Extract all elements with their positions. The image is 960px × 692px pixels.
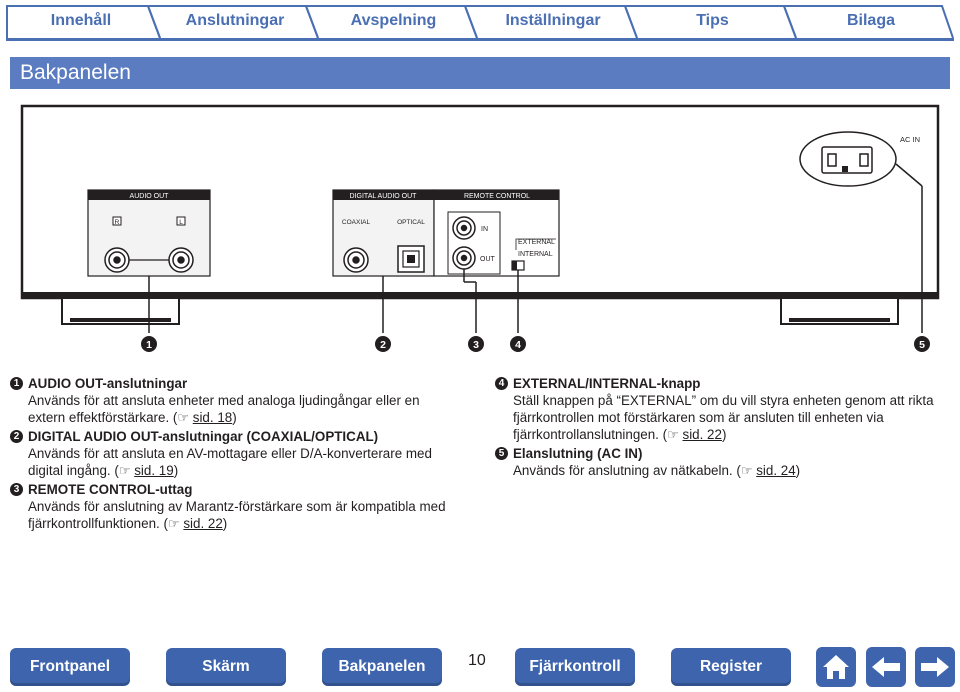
page-title: Bakpanelen <box>20 61 131 84</box>
item-remote-control: 3 REMOTE CONTROL-uttag Används för anslut… <box>10 481 460 532</box>
top-tab-bar: Innehåll Anslutningar Avspelning Inställ… <box>6 4 954 40</box>
remote-control-label: REMOTE CONTROL <box>464 193 530 200</box>
svg-text:OPTICAL: OPTICAL <box>397 219 425 226</box>
svg-text:R: R <box>115 219 120 226</box>
page-ref-link[interactable]: sid. 24 <box>756 463 796 478</box>
nav-fjarrkontroll-button[interactable]: Fjärrkontroll <box>515 648 635 686</box>
forward-button[interactable] <box>915 647 955 687</box>
arrow-left-icon <box>872 657 900 677</box>
item-title: AUDIO OUT-anslutningar <box>28 376 188 391</box>
svg-text:4: 4 <box>515 339 521 351</box>
svg-text:2: 2 <box>380 339 386 351</box>
digital-audio-out-label: DIGITAL AUDIO OUT <box>350 193 418 200</box>
chassis-bottom <box>22 292 938 298</box>
optical-jack <box>397 245 425 273</box>
audio-out-label: AUDIO OUT <box>130 193 170 200</box>
arrow-right-icon <box>921 657 949 677</box>
tab-underline <box>6 38 954 41</box>
pointing-hand-icon: ☞ <box>667 427 679 442</box>
svg-text:3: 3 <box>473 339 479 351</box>
nav-register-button[interactable]: Register <box>671 648 791 686</box>
item-number: 3 <box>10 483 23 496</box>
svg-text:L: L <box>179 219 183 226</box>
remote-in-jack <box>452 216 476 240</box>
item-ac-in: 5 Elanslutning (AC IN) Används för anslut… <box>495 445 950 479</box>
item-external-internal: 4 EXTERNAL/INTERNAL-knapp Ställ knappen p… <box>495 375 950 443</box>
home-icon <box>823 655 849 679</box>
svg-text:COAXIAL: COAXIAL <box>342 219 371 226</box>
item-description: Används för anslutning av Marantz-förstä… <box>28 499 446 531</box>
rca-jack-r <box>104 247 130 273</box>
nav-frontpanel-button[interactable]: Frontpanel <box>10 648 130 686</box>
remote-out-jack <box>452 246 476 270</box>
rca-jack-l <box>168 247 194 273</box>
item-number: 2 <box>10 430 23 443</box>
item-title: REMOTE CONTROL-uttag <box>28 482 193 497</box>
svg-text:EXTERNAL: EXTERNAL <box>518 239 555 246</box>
tab-tips[interactable]: Tips <box>696 12 729 29</box>
tab-avspelning[interactable]: Avspelning <box>350 12 437 29</box>
item-number: 5 <box>495 447 508 460</box>
callout-markers: 1 2 3 4 5 <box>141 336 930 352</box>
page-ref-link[interactable]: sid. 19 <box>134 463 174 478</box>
item-digital-audio-out: 2 DIGITAL AUDIO OUT-anslutningar (COAXIAL… <box>10 428 460 479</box>
tab-installningar[interactable]: Inställningar <box>505 12 601 29</box>
item-title: Elanslutning (AC IN) <box>513 446 643 461</box>
item-title: DIGITAL AUDIO OUT-anslutningar (COAXIAL/… <box>28 429 379 444</box>
item-number: 1 <box>10 377 23 390</box>
tab-outlines <box>6 5 954 39</box>
svg-text:5: 5 <box>919 339 925 351</box>
svg-text:IN: IN <box>481 226 488 233</box>
rear-panel-diagram: AC IN AUDIO OUT R L DIGITAL AUDIO OUT CO… <box>20 104 940 352</box>
tab-bilaga[interactable]: Bilaga <box>846 12 895 29</box>
item-number: 4 <box>495 377 508 390</box>
pointing-hand-icon: ☞ <box>118 463 131 478</box>
svg-text:INTERNAL: INTERNAL <box>518 251 553 258</box>
item-description: Ställ knappen på “EXTERNAL” om du vill s… <box>513 393 934 442</box>
tab-innehall[interactable]: Innehåll <box>50 12 112 29</box>
item-description: Används för anslutning av nätkabeln. <box>513 463 733 478</box>
item-title: EXTERNAL/INTERNAL-knapp <box>513 376 701 391</box>
pointing-hand-icon: ☞ <box>167 516 180 531</box>
item-description: Används för att ansluta enheter med anal… <box>28 393 420 425</box>
nav-skarm-button[interactable]: Skärm <box>166 648 286 686</box>
coaxial-jack <box>343 247 369 273</box>
page-ref-link[interactable]: sid. 18 <box>192 410 233 425</box>
pointing-hand-icon: ☞ <box>177 410 190 425</box>
nav-bakpanelen-button[interactable]: Bakpanelen <box>322 648 442 686</box>
ac-in-label: AC IN <box>900 135 920 144</box>
item-description: Används för att ansluta en AV-mottagare … <box>28 446 432 478</box>
description-column-right: 4 EXTERNAL/INTERNAL-knapp Ställ knappen p… <box>495 375 950 481</box>
back-button[interactable] <box>866 647 906 687</box>
page-title-bar: Bakpanelen <box>10 57 950 89</box>
pointing-hand-icon: ☞ <box>740 463 753 478</box>
tab-anslutningar[interactable]: Anslutningar <box>185 12 285 29</box>
home-button[interactable] <box>816 647 856 687</box>
page-ref-link[interactable]: sid. 22 <box>682 427 722 442</box>
page-ref-link[interactable]: sid. 22 <box>183 516 223 531</box>
item-audio-out: 1 AUDIO OUT-anslutningar Används för att … <box>10 375 460 426</box>
description-column-left: 1 AUDIO OUT-anslutningar Används för att … <box>10 375 460 534</box>
svg-text:1: 1 <box>146 339 152 351</box>
page-number: 10 <box>468 652 486 669</box>
svg-text:OUT: OUT <box>480 256 496 263</box>
